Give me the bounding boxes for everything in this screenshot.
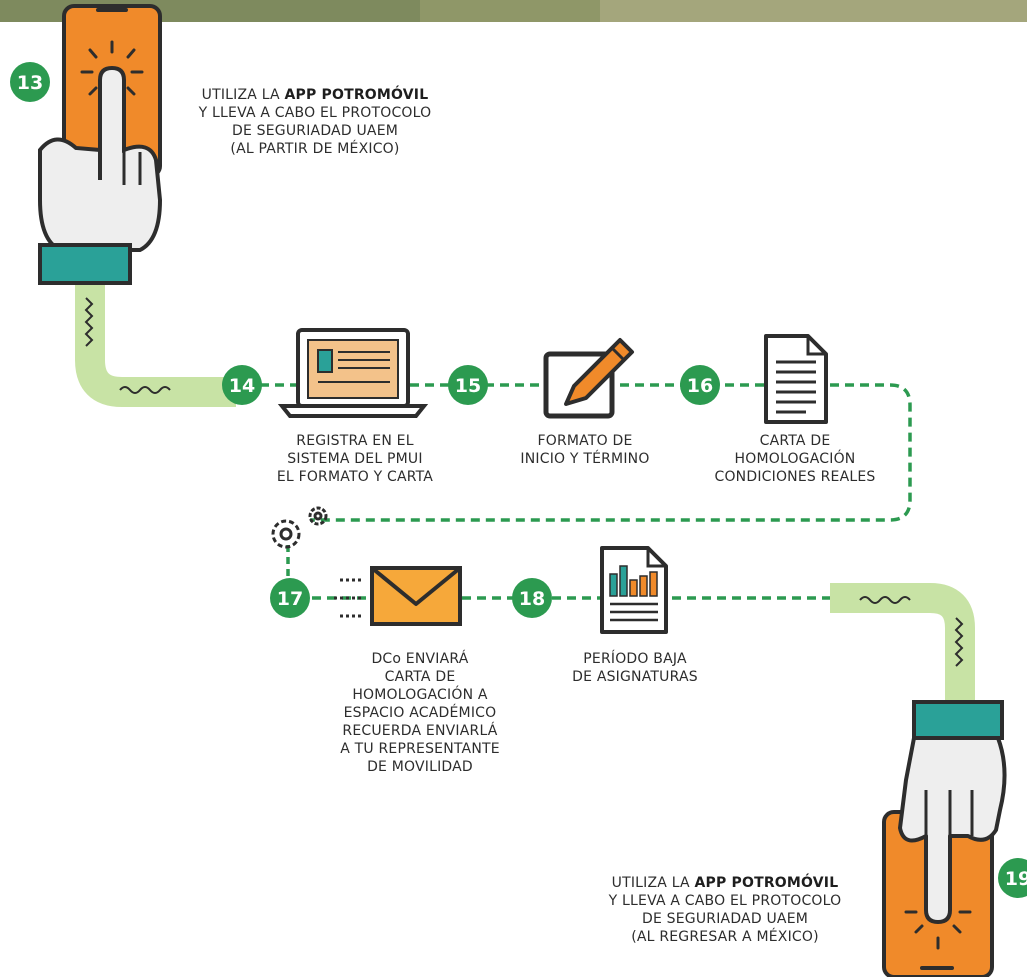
gears-icon xyxy=(271,506,328,549)
envelope-icon xyxy=(334,566,462,626)
cuff-path-start xyxy=(75,282,236,407)
step-17-line: CARTA DE xyxy=(384,669,456,685)
cuff-path-end xyxy=(830,583,975,702)
squiggle-icon xyxy=(954,617,964,667)
step-18-line: PERÍODO BAJA xyxy=(583,651,687,667)
step-number: 17 xyxy=(277,588,303,610)
step-number: 18 xyxy=(519,588,545,610)
step-13-line-1: UTILIZA LA APP POTROMÓVIL xyxy=(201,87,429,103)
phone-hand-icon xyxy=(882,700,1007,977)
laptop-icon xyxy=(277,328,429,418)
step-17-line: DCo ENVIARÁ xyxy=(371,651,469,667)
step-14-line: REGISTRA EN EL xyxy=(296,433,414,449)
step-17-badge: 17 xyxy=(270,578,310,618)
step-number: 16 xyxy=(687,375,713,397)
step-16-line: CARTA DE xyxy=(759,433,831,449)
phone-hand-icon xyxy=(38,4,163,285)
step-13-line-2: Y LLEVA A CABO EL PROTOCOLO xyxy=(198,105,432,121)
step-17-line: A TU REPRESENTANTE xyxy=(340,741,500,757)
step-17-line: ESPACIO ACADÉMICO xyxy=(343,705,497,721)
step-13-line-4: (AL PARTIR DE MÉXICO) xyxy=(230,141,400,157)
step-18-badge: 18 xyxy=(512,578,552,618)
step-15-text: FORMATO DE INICIO Y TÉRMINO xyxy=(490,432,680,468)
step-17-line: RECUERDA ENVIARLÁ xyxy=(342,723,498,739)
step-19-badge: 19 xyxy=(998,858,1027,898)
squiggle-icon xyxy=(84,297,94,347)
step-16-line: HOMOLOGACIÓN xyxy=(734,451,856,467)
squiggle-icon xyxy=(119,386,171,394)
step-15-line: FORMATO DE xyxy=(537,433,633,449)
step-15-badge: 15 xyxy=(448,365,488,405)
header-photo-shade-right xyxy=(600,0,1027,22)
step-number: 19 xyxy=(1005,868,1027,890)
step-17-line: DE MOVILIDAD xyxy=(367,759,473,775)
step-14-line: SISTEMA DEL PMUI xyxy=(287,451,423,467)
step-19-line-4: (AL REGRESAR A MÉXICO) xyxy=(631,929,819,945)
step-13-text: UTILIZA LA APP POTROMÓVIL Y LLEVA A CABO… xyxy=(150,86,480,158)
step-14-text: REGISTRA EN EL SISTEMA DEL PMUI EL FORMA… xyxy=(250,432,460,486)
step-19-line-2: Y LLEVA A CABO EL PROTOCOLO xyxy=(608,893,842,909)
step-15-line: INICIO Y TÉRMINO xyxy=(520,451,650,467)
step-14-badge: 14 xyxy=(222,365,262,405)
step-16-line: CONDICIONES REALES xyxy=(714,469,876,485)
document-icon xyxy=(764,334,828,424)
bar-chart-document-icon xyxy=(600,546,668,634)
step-19-text: UTILIZA LA APP POTROMÓVIL Y LLEVA A CABO… xyxy=(560,874,890,946)
step-18-text: PERÍODO BAJA DE ASIGNATURAS xyxy=(535,650,735,686)
step-18-line: DE ASIGNATURAS xyxy=(572,669,698,685)
step-number: 13 xyxy=(17,72,43,94)
step-17-text: DCo ENVIARÁ CARTA DE HOMOLOGACIÓN A ESPA… xyxy=(300,650,540,776)
step-number: 15 xyxy=(455,375,481,397)
squiggle-icon xyxy=(859,596,911,604)
step-16-badge: 16 xyxy=(680,365,720,405)
step-19-line-3: DE SEGURIADAD UAEM xyxy=(641,911,809,927)
step-13-line-3: DE SEGURIADAD UAEM xyxy=(231,123,399,139)
step-19-line-1: UTILIZA LA APP POTROMÓVIL xyxy=(611,875,839,891)
step-13-badge: 13 xyxy=(10,62,50,102)
step-14-line: EL FORMATO Y CARTA xyxy=(276,469,434,485)
step-16-text: CARTA DE HOMOLOGACIÓN CONDICIONES REALES xyxy=(690,432,900,486)
step-number: 14 xyxy=(229,375,255,397)
step-17-line: HOMOLOGACIÓN A xyxy=(352,687,488,703)
dashed-path-upper xyxy=(260,383,912,522)
pencil-square-icon xyxy=(543,338,634,419)
